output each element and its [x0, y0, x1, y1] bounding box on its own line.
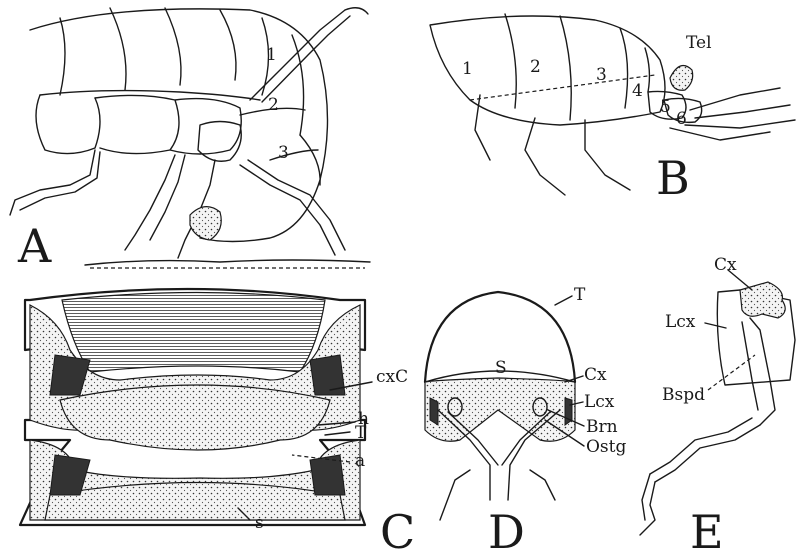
panel-d-label-t: T: [574, 285, 586, 305]
panel-e-leg-tip: [642, 474, 650, 520]
panel-b-segment-label-2: 2: [530, 57, 541, 77]
panel-e-label-lcx: Lcx: [665, 312, 696, 332]
panel-a-head-plate: [36, 95, 100, 154]
panel-e-letter: E: [690, 505, 724, 552]
panel-a-letter: A: [17, 219, 52, 273]
panel-d-leg-right-lower: [530, 470, 555, 500]
panel-d: T S Cx Lcx Brn Ostg D: [425, 285, 626, 552]
panel-e: Cx Lcx Bspd E: [640, 255, 795, 552]
panel-a-segment-line: [110, 8, 126, 90]
panel-b-uropod: [690, 88, 780, 110]
panel-b: 1 2 3 4 5 6 Tel B: [430, 14, 795, 205]
panel-a-leg: [10, 150, 95, 215]
panel-b-pleopod: [525, 118, 565, 195]
panel-a-coxal-plate: [198, 122, 241, 162]
panel-a-leg: [248, 160, 345, 250]
panel-b-segment-line: [645, 48, 649, 92]
panel-c-tergum-upper: [62, 293, 325, 373]
panel-d-leg-left-lower: [440, 470, 470, 520]
panel-c-leader-t: [325, 432, 350, 435]
panel-a-segment-label-1: 1: [266, 45, 277, 65]
panel-a-ground: [85, 260, 370, 265]
panel-e-label-bspd: Bspd: [662, 385, 705, 405]
panel-d-coxal-area: [425, 378, 575, 441]
panel-c-coxa-right-upper: [310, 355, 345, 395]
panel-e-leg: [655, 425, 760, 482]
panel-b-uropod: [685, 120, 795, 128]
panel-b-letter: B: [656, 151, 690, 205]
panel-e-leader-lcx: [705, 323, 726, 328]
panel-b-pleopod: [585, 120, 630, 190]
panel-c-letter: C: [380, 505, 415, 552]
panel-d-label-cx: Cx: [584, 365, 607, 385]
panel-a-segment-line: [292, 35, 304, 135]
panel-a-plate-line: [40, 91, 260, 100]
panel-e-label-cx: Cx: [714, 255, 737, 275]
panel-d-left-plate: [430, 398, 438, 425]
panel-c-label-cxc: cxC: [376, 367, 408, 387]
panel-c-label-a: a: [355, 451, 365, 471]
panel-a-leg: [150, 155, 185, 240]
panel-b-segment-label-6: 6: [676, 109, 687, 129]
panel-a-coxal-plate: [170, 99, 241, 154]
panel-e-basipodite: [742, 322, 758, 410]
panel-b-segment-label-1: 1: [462, 59, 473, 79]
panel-a-antenna-tip: [345, 8, 368, 14]
panel-e-leg-tip: [640, 482, 655, 535]
panel-e-basipodite: [750, 318, 775, 425]
panel-e-coxa: [740, 282, 785, 318]
panel-a: 1 2 3 A: [10, 8, 370, 273]
panel-c-label-t: T: [355, 423, 367, 443]
panel-a-leg: [20, 152, 100, 210]
panel-e-leg: [650, 418, 752, 474]
panel-d-label-lcx: Lcx: [584, 392, 615, 412]
panel-b-uropod: [670, 128, 770, 140]
panel-d-leader-t: [555, 296, 572, 305]
panel-a-segment-line: [220, 10, 236, 80]
panel-c: cxC h T a s C: [20, 289, 415, 552]
panel-b-segment-label-4: 4: [632, 81, 643, 101]
panel-a-segment-line: [60, 18, 65, 95]
panel-d-letter: D: [488, 505, 525, 552]
panel-d-label-s: S: [495, 358, 507, 378]
panel-a-uropod: [190, 207, 221, 240]
panel-c-sternum-middle: [60, 385, 330, 450]
panel-b-segment-label-3: 3: [596, 65, 607, 85]
panel-b-segment-label-5: 5: [660, 97, 671, 117]
panel-b-tel-label: Tel: [686, 33, 712, 53]
panel-d-label-brn: Brn: [586, 417, 618, 437]
panel-a-segment-line: [300, 135, 320, 185]
panel-b-uropod: [695, 105, 790, 118]
panel-a-segment-label-3: 3: [278, 143, 289, 163]
panel-b-telson: [670, 66, 693, 91]
panel-b-segment-line: [620, 28, 628, 108]
panel-a-segment-line: [165, 8, 181, 85]
panel-b-segment-line: [560, 16, 571, 120]
panel-c-label-s: s: [255, 513, 264, 533]
panel-a-leg: [125, 155, 175, 250]
panel-a-coxal-plate: [95, 95, 179, 153]
panel-d-label-ostg: Ostg: [586, 437, 626, 457]
panel-a-segment-label-2: 2: [268, 95, 279, 115]
